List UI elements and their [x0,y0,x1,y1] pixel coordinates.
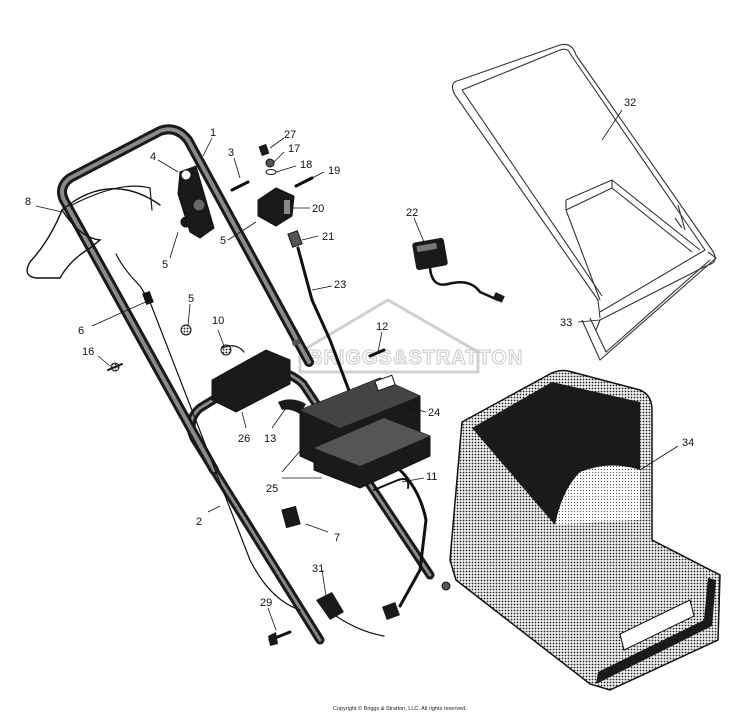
callout-labels: 1 2 3 4 5 5 5 6 7 8 10 11 12 13 16 17 18… [25,97,694,609]
copyright-notice: Copyright © Briggs & Stratton, LLC. All … [333,705,467,712]
leader-lines [35,109,679,631]
callout-17: 17 [288,143,300,155]
callout-16: 16 [82,346,94,358]
brand-watermark: BRIGGS&STRATTON [298,298,523,374]
control-cable [115,253,301,611]
callout-13: 13 [264,433,276,445]
decal [281,505,301,529]
callout-7: 7 [334,532,340,544]
switch-box [177,165,215,239]
upper-handle [57,124,314,475]
callout-20: 20 [312,203,324,215]
callout-11: 11 [426,471,437,483]
handle-clip [278,399,306,414]
control-lever [316,592,385,637]
callout-5-b: 5 [162,259,168,271]
fasteners [107,324,451,646]
callout-12: 12 [376,321,388,333]
callout-23: 23 [334,279,346,291]
callout-26: 26 [238,433,250,445]
callout-1: 1 [210,127,216,139]
callout-8: 8 [25,196,31,208]
callout-5-a: 5 [220,235,226,247]
callout-29: 29 [260,597,272,609]
callout-27: 27 [284,129,296,141]
callout-25: 25 [266,483,278,495]
callout-2: 2 [196,516,202,528]
callout-33: 33 [560,317,572,329]
svg-text:BRIGGS&STRATTON: BRIGGS&STRATTON [308,347,523,369]
callout-10: 10 [212,315,224,327]
operator-bail [26,185,161,279]
callout-22: 22 [406,207,418,219]
callout-19: 19 [328,165,340,177]
callout-34: 34 [682,437,694,449]
bag-frame [451,43,717,361]
callout-31: 31 [312,563,324,575]
callout-24: 24 [428,407,440,419]
callout-3: 3 [228,147,234,159]
callout-4: 4 [150,151,156,163]
battery-charger [412,237,505,303]
ignition-switch [257,187,295,227]
cable-clip [142,290,154,306]
callout-32: 32 [624,97,636,109]
callout-18: 18 [300,159,312,171]
callout-6: 6 [78,325,84,337]
bolt-3 [230,180,250,192]
battery-tray [211,349,291,413]
grass-bag [449,369,721,691]
callout-21: 21 [322,231,334,243]
battery-holder [313,417,431,489]
callout-5-c: 5 [188,293,194,305]
